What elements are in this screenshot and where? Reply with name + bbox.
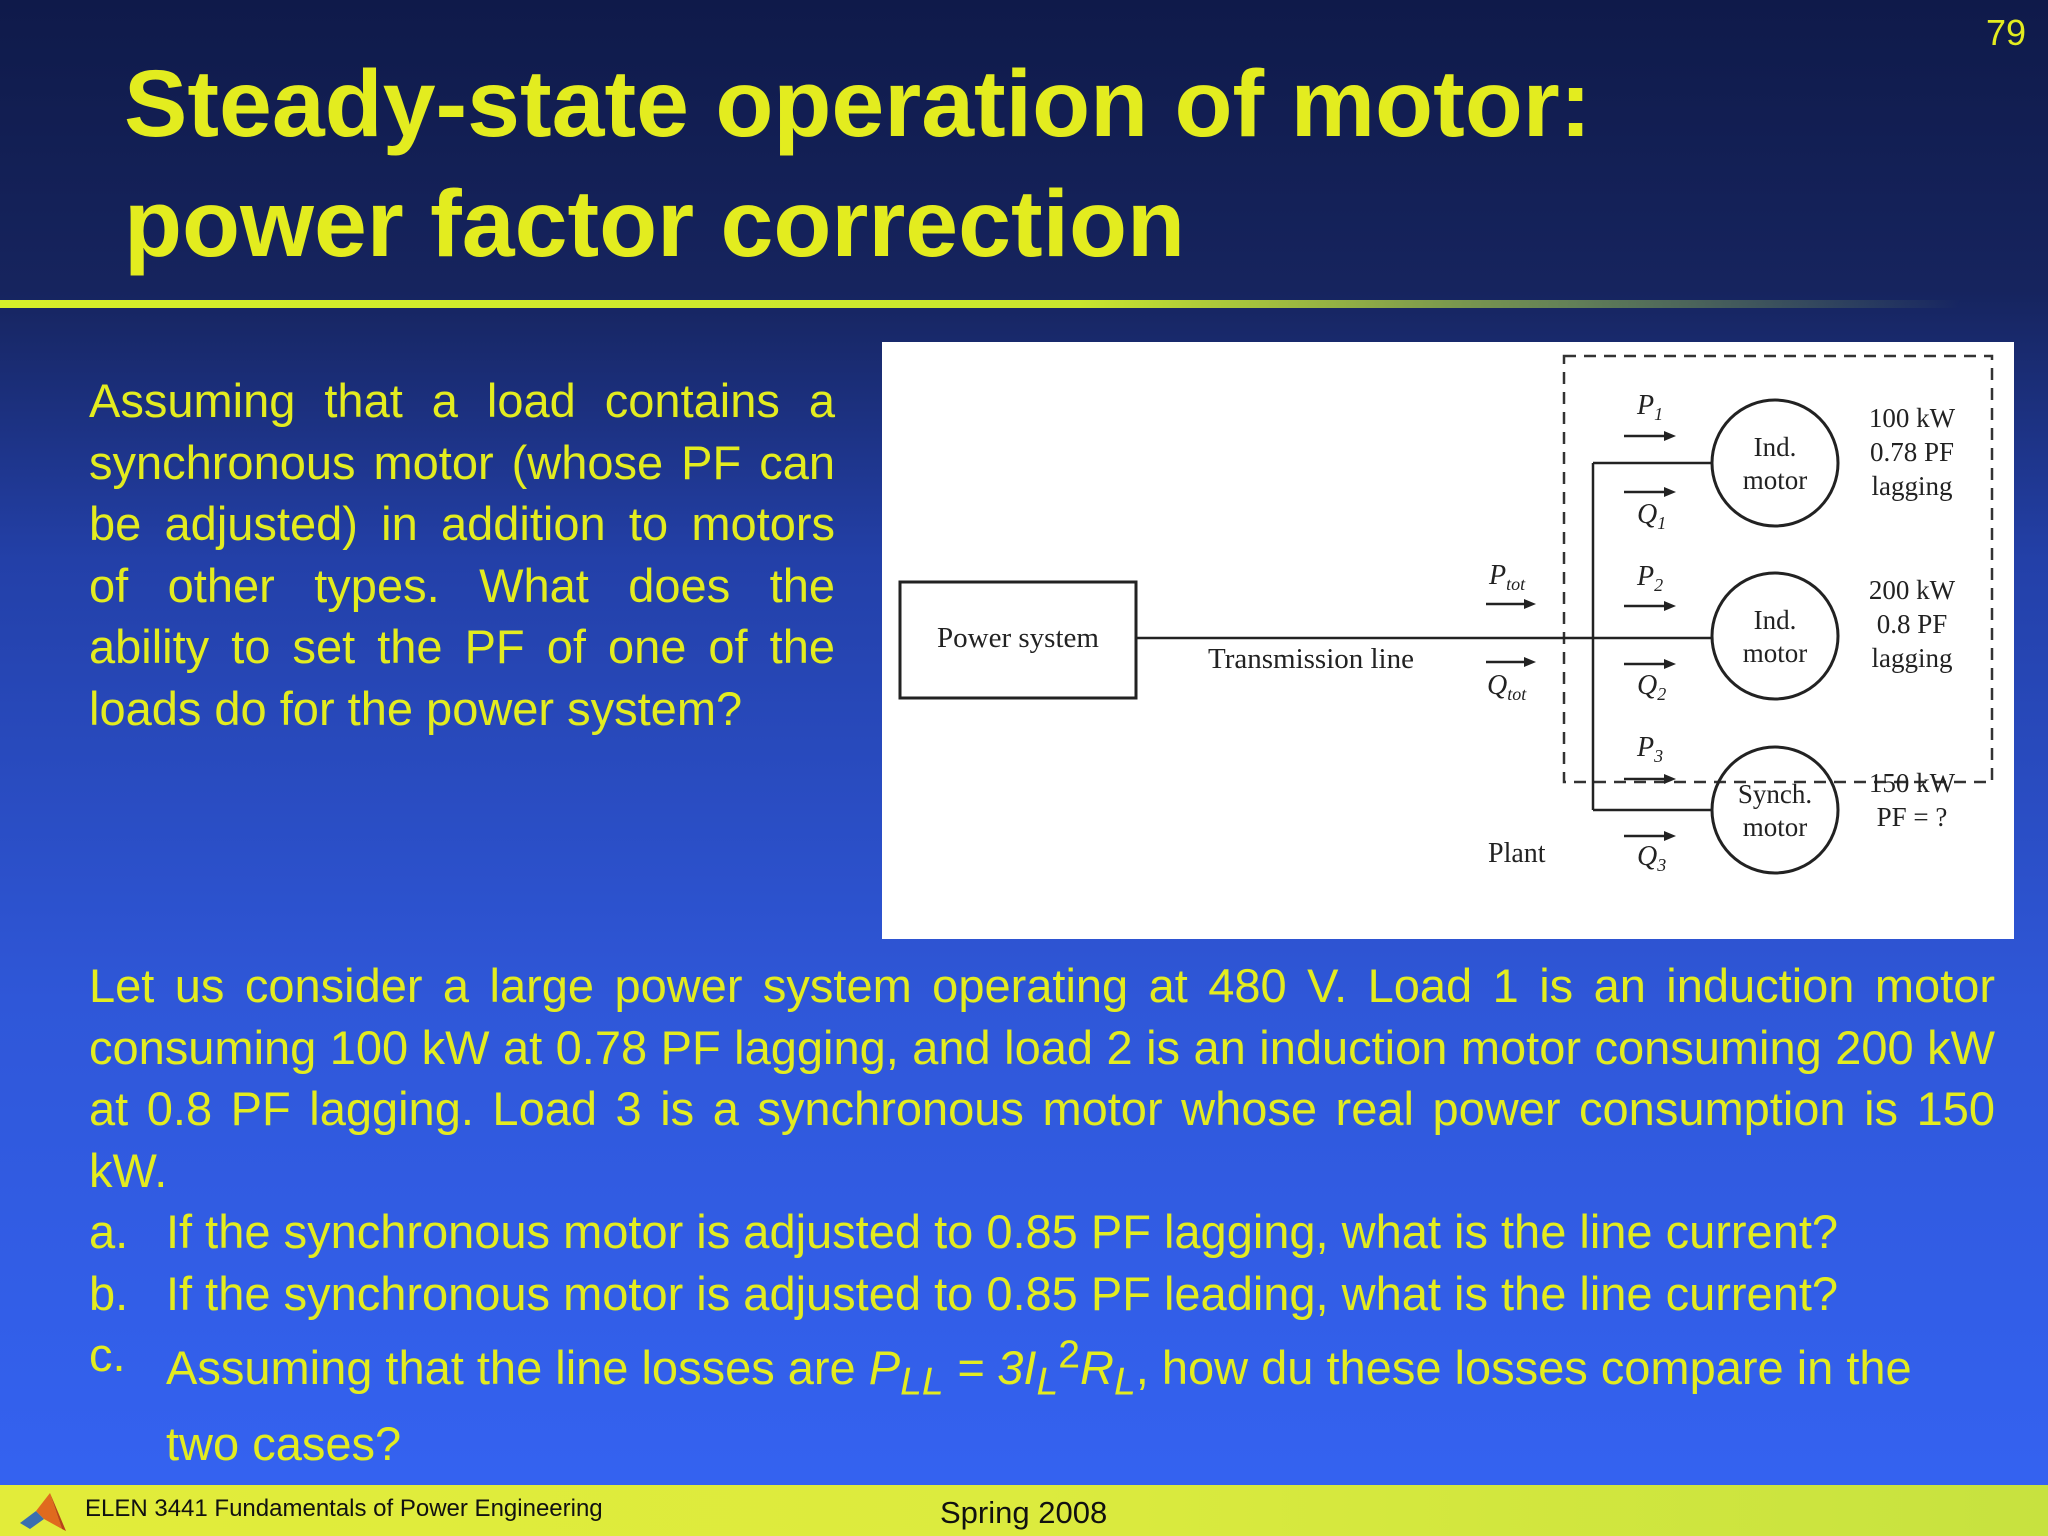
p-tot-arrowhead bbox=[1524, 599, 1536, 609]
list-marker: c. bbox=[89, 1328, 126, 1381]
course-name: ELEN 3441 Fundamentals of Power Engineer… bbox=[85, 1495, 603, 1522]
power-system-label: Power system bbox=[937, 622, 1099, 654]
question-text: Assuming that a load contains a synchron… bbox=[89, 374, 835, 735]
q1-arrowhead bbox=[1664, 487, 1676, 497]
p1-label: P1 bbox=[1636, 390, 1663, 424]
p3-arrowhead bbox=[1664, 774, 1676, 784]
formula-r: R bbox=[1080, 1340, 1114, 1394]
transmission-line-label: Transmission line bbox=[1208, 643, 1414, 675]
list-item: b. If the synchronous motor is adjusted … bbox=[89, 1263, 1995, 1325]
slide-title-line-1: Steady-state operation of motor: bbox=[124, 51, 1592, 157]
q1-label: Q1 bbox=[1637, 499, 1666, 533]
slide-number: 79 bbox=[1985, 12, 2026, 53]
load-1-rating-1: 100 kW bbox=[1869, 403, 1956, 433]
power-system-box bbox=[898, 580, 1138, 700]
formula-p: P bbox=[868, 1340, 901, 1394]
motor-2-label-1: Ind. bbox=[1754, 605, 1797, 635]
induction-motor-2 bbox=[1710, 571, 1840, 701]
motor-1-label-2: motor bbox=[1743, 465, 1808, 495]
q2-label: Q2 bbox=[1637, 670, 1666, 704]
motor-3-label-1: Synch. bbox=[1738, 779, 1812, 809]
load-2-rating-1: 200 kW bbox=[1869, 575, 1956, 605]
list-item-text: Assuming that the line losses are PLL = … bbox=[166, 1333, 1912, 1470]
problem-list: a. If the synchronous motor is adjusted … bbox=[89, 1201, 1995, 1474]
p1-arrowhead bbox=[1664, 431, 1676, 441]
p-tot-label: Ptot bbox=[1488, 560, 1526, 594]
title-divider bbox=[0, 300, 1960, 308]
footer-bar: ELEN 3441 Fundamentals of Power Engineer… bbox=[0, 1485, 2048, 1536]
motor-1-label-1: Ind. bbox=[1754, 432, 1797, 462]
motor-3-label-2: motor bbox=[1743, 812, 1808, 842]
load-1-rating-3: lagging bbox=[1872, 471, 1953, 501]
load-2-rating-2: 0.8 PF bbox=[1877, 609, 1948, 639]
induction-motor-1 bbox=[1710, 398, 1840, 528]
motor-2-label-2: motor bbox=[1743, 638, 1808, 668]
term-label: Spring 2008 bbox=[940, 1495, 1108, 1530]
list-item-text: If the synchronous motor is adjusted to … bbox=[166, 1205, 1839, 1258]
p2-label: P2 bbox=[1636, 561, 1663, 595]
q3-label: Q3 bbox=[1637, 841, 1666, 875]
p3-label: P3 bbox=[1636, 732, 1663, 766]
formula-i: I bbox=[1023, 1340, 1037, 1394]
list-item-text: If the synchronous motor is adjusted to … bbox=[166, 1266, 1839, 1320]
circuit-diagram: Power system Transmission line Ptot Qtot… bbox=[882, 342, 2014, 939]
p2-arrowhead bbox=[1664, 601, 1676, 611]
q-tot-label: Qtot bbox=[1487, 670, 1527, 704]
problem-intro: Let us consider a large power system ope… bbox=[89, 959, 1995, 1197]
slide-title: Steady-state operation of motor: power f… bbox=[124, 44, 1924, 284]
plant-label: Plant bbox=[1488, 838, 1546, 869]
matlab-logo-icon bbox=[20, 1493, 66, 1531]
list-item: a. If the synchronous motor is adjusted … bbox=[89, 1201, 1995, 1263]
load-3-rating-1: 150 kW bbox=[1869, 768, 1956, 798]
load-2-rating-3: lagging bbox=[1872, 643, 1953, 673]
synchronous-motor bbox=[1710, 745, 1840, 875]
load-1-rating-2: 0.78 PF bbox=[1870, 437, 1954, 467]
q2-arrowhead bbox=[1664, 659, 1676, 669]
load-3-rating-2: PF = ? bbox=[1877, 802, 1948, 832]
slide-title-line-2: power factor correction bbox=[124, 171, 1186, 277]
problem-statement: Let us consider a large power system ope… bbox=[89, 955, 1995, 1474]
list-marker: b. bbox=[89, 1266, 129, 1320]
q3-arrowhead bbox=[1664, 831, 1676, 841]
list-marker: a. bbox=[89, 1205, 129, 1258]
q-tot-arrowhead bbox=[1524, 657, 1536, 667]
plant-boundary bbox=[1562, 354, 1994, 784]
list-item: c. Assuming that the line losses are PLL… bbox=[89, 1324, 1995, 1474]
